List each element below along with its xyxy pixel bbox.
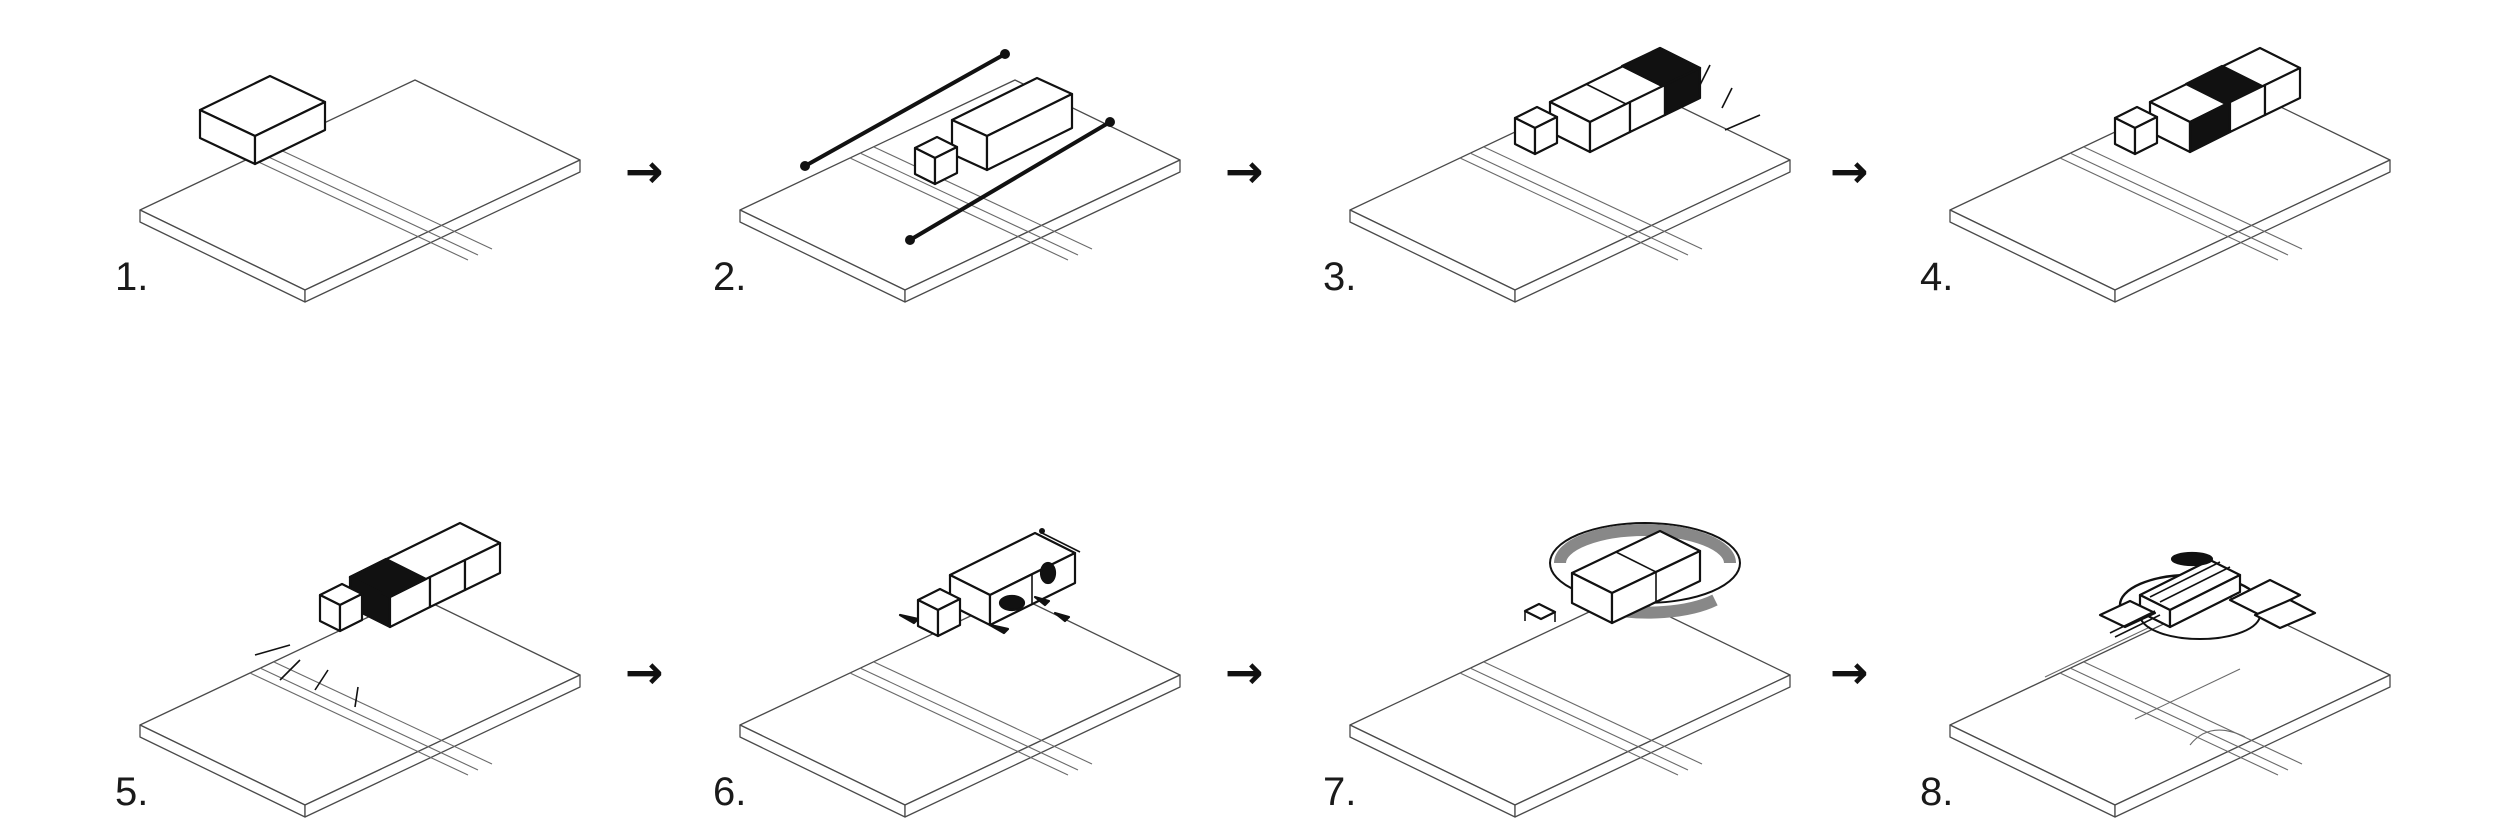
step-5 [139,521,581,818]
step-5-small-volume [318,582,364,633]
step-4-small-volume [2113,105,2159,156]
right-arrow-icon: → [1225,645,1264,699]
right-arrow-icon: → [1830,645,1869,699]
step-7-ring-and-volume [1548,522,1742,625]
step-8 [1949,551,2391,818]
step-5-segmented-volume [348,521,502,629]
step-1-label: 1. [115,255,148,299]
right-arrow-icon: → [1830,144,1869,198]
step-5-view-lines [254,644,359,708]
step-3-view-lines [1699,64,1761,131]
step-3-segmented-volume [1548,46,1702,154]
step-3-label: 3. [1323,255,1356,299]
step-2-label: 2. [713,255,746,299]
right-arrow-icon: → [625,645,664,699]
right-arrow-icon: → [625,144,664,198]
step-4-segmented-volume [2148,46,2302,154]
step-6-small-volume [916,587,962,638]
step-4 [1949,46,2391,303]
step-7-bench [1523,602,1557,622]
step-6 [739,528,1181,818]
step-8-label: 8. [1920,770,1953,814]
step-6-label: 6. [713,770,746,814]
step-6-entry-markers [898,595,1071,635]
step-4-label: 4. [1920,255,1953,299]
step-3-small-volume [1513,105,1559,156]
step-8-site-paths [2044,626,2246,746]
step-2-long-volume [950,76,1074,172]
step-1 [139,74,581,303]
step-7 [1349,522,1791,818]
step-5-label: 5. [115,770,148,814]
step-3 [1349,46,1791,303]
step-2 [739,49,1181,303]
step-2-axis-lines [800,49,1115,245]
right-arrow-icon: → [1225,144,1264,198]
step-1-massing-box [198,74,327,166]
step-2-small-volume [913,135,959,186]
step-6-carved-volume [948,528,1081,627]
step-7-label: 7. [1323,770,1356,814]
step-8-detailed-building [2098,551,2317,640]
